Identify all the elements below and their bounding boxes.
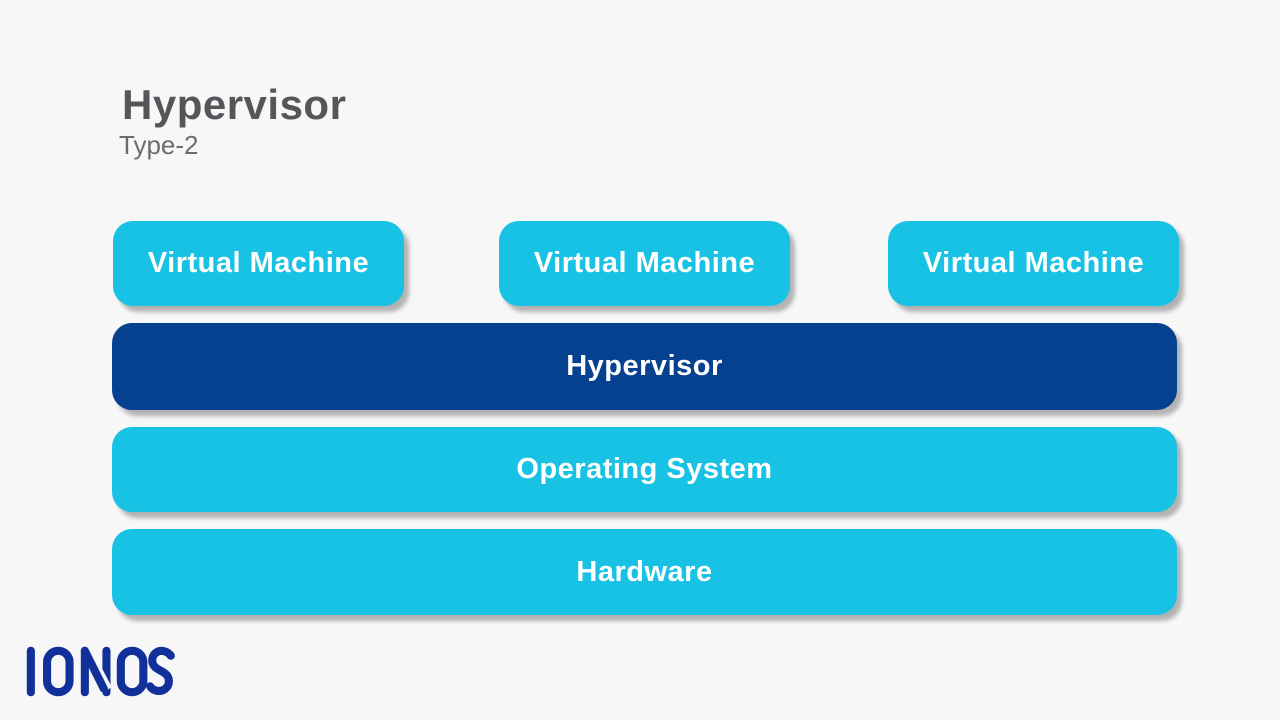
virtual-machine-box-3: Virtual Machine — [888, 221, 1179, 306]
hypervisor-layer-label: Hypervisor — [566, 350, 723, 382]
virtual-machine-box-1: Virtual Machine — [113, 221, 404, 306]
hardware-layer-label: Hardware — [576, 555, 713, 588]
virtual-machine-label: Virtual Machine — [533, 247, 756, 279]
ionos-logo — [25, 644, 178, 699]
hardware-layer-box: Hardware — [112, 529, 1177, 615]
page-title: Hypervisor — [122, 81, 347, 128]
logo-letter-o2 — [116, 646, 148, 697]
virtual-machine-label: Virtual Machine — [922, 247, 1145, 279]
operating-system-layer-label: Operating System — [516, 453, 773, 485]
logo-letter-o1 — [43, 646, 74, 697]
operating-system-layer-box: Operating System — [112, 427, 1177, 512]
virtual-machine-box-2: Virtual Machine — [499, 221, 790, 306]
page-subtitle: Type-2 — [119, 130, 199, 161]
hypervisor-layer-box: Hypervisor — [112, 323, 1177, 410]
virtual-machine-label: Virtual Machine — [147, 247, 370, 279]
logo-letter-s — [146, 646, 175, 695]
diagram-header: Hypervisor Type-2 — [119, 81, 347, 161]
